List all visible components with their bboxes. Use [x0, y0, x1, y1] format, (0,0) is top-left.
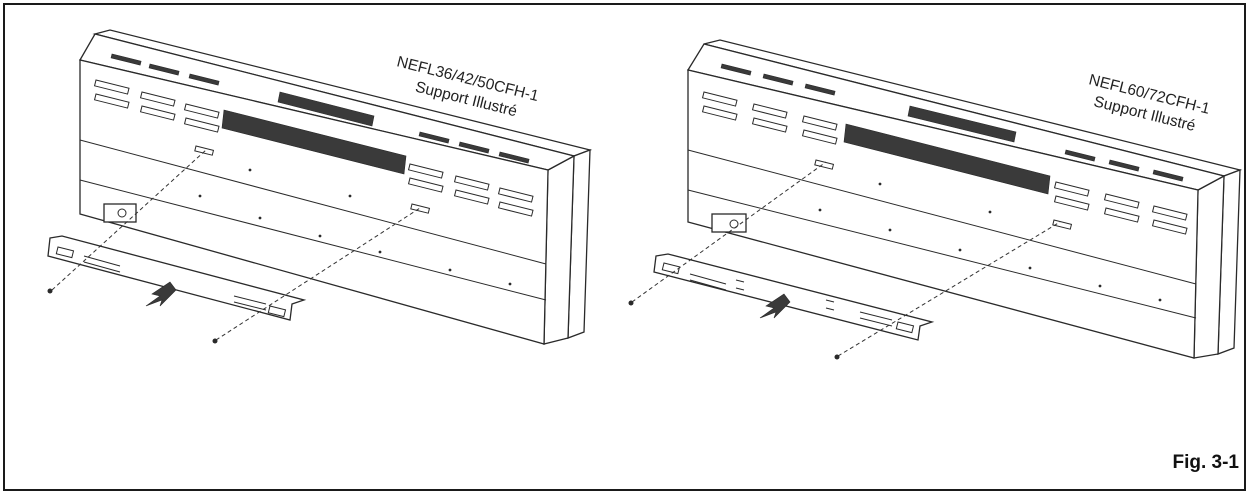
left-unit-cutout [103, 203, 137, 223]
left-unit-vents [93, 53, 534, 217]
left-unit-tab-a [194, 145, 215, 156]
right-unit-tab-a [814, 159, 835, 170]
right-unit-vents [701, 63, 1188, 235]
right-unit-tab-b [1052, 219, 1073, 230]
screw-icon [47, 288, 218, 344]
right-unit-grille [843, 123, 1051, 195]
figure-label: Fig. 3-1 [1172, 452, 1239, 473]
left-wall-bracket [47, 235, 307, 321]
right-fireplace-unit [628, 39, 1243, 360]
left-fireplace-unit [47, 29, 593, 345]
right-model-label-group: NEFL60/72CFH-1 Support Illustré [1087, 71, 1211, 135]
arrow-icon [759, 293, 791, 319]
arrow-icon [145, 281, 177, 307]
screw-icon [628, 300, 840, 360]
left-unit-tab-b [410, 203, 431, 214]
left-unit-grille [221, 109, 407, 175]
